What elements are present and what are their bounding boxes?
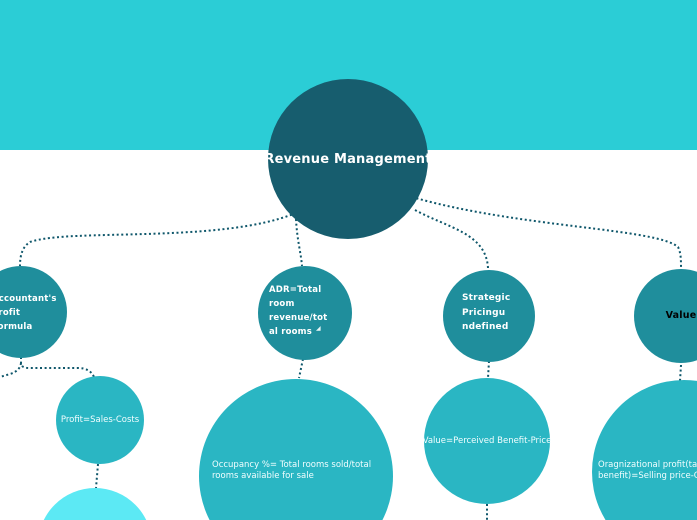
label-line: Oragnizational profit(tangible [598,460,697,470]
label-line: Formula [0,322,33,332]
label-line: Accountant's [0,294,57,304]
node-value[interactable]: Value [634,269,697,363]
label-line: ADR=Total [269,285,322,295]
branch-node-label: Accountant's Profit Formula [0,292,57,334]
connector-root-accountants [19,212,297,267]
connector-value-organizational [679,364,682,382]
connector-strategic-perceived [487,360,490,379]
branch-node-label: ADR=Total room revenue/tot al rooms [269,283,327,339]
label-line: Value [665,310,697,321]
leaf-node-label: Profit=Sales-Costs [60,415,140,425]
connector-root-strategic [414,209,489,269]
node-strategic-pricing[interactable]: Strategic Pricingu ndefined [443,270,535,362]
label-line: room [269,299,295,309]
connector-profit-subnode [95,463,99,489]
label-line: revenue/tot [269,313,328,323]
leaf-node-label: Value=Perceived Benefit-Price [422,436,552,446]
node-profit-formula[interactable]: Profit=Sales-Costs [56,376,144,464]
label-line: Pricingu [462,307,506,318]
node-perceived-value-formula[interactable]: Value=Perceived Benefit-Price [422,378,552,504]
root-node-label: Revenue Management [264,151,432,167]
branch-node-label: Strategic Pricingu ndefined [462,291,510,335]
branch-node-label: Value [634,269,697,363]
connector-adr-occupancy [298,358,304,379]
leaf-node-label: Occupancy %= Total rooms sold/total room… [212,460,372,481]
connector-root-adr [295,218,303,267]
node-adr-formula[interactable]: ADR=Total room revenue/tot al rooms ◢ [258,266,352,360]
label-line: Strategic [462,293,511,303]
collapse-arrow-icon[interactable]: ◢ [316,325,321,332]
connector-accountants-offscreen [0,362,22,378]
label-line: ndefined [462,322,509,332]
connector-root-value [411,196,682,268]
label-line: Profit [0,308,21,318]
label-line: benefit)=Selling price-Costs [598,471,697,481]
leaf-node-label: Oragnizational profit(tangible benefit)=… [598,460,697,482]
connector-accountants-profit [20,357,95,378]
label-line: al rooms [269,327,312,337]
node-revenue-management[interactable]: Revenue Management [264,79,431,239]
